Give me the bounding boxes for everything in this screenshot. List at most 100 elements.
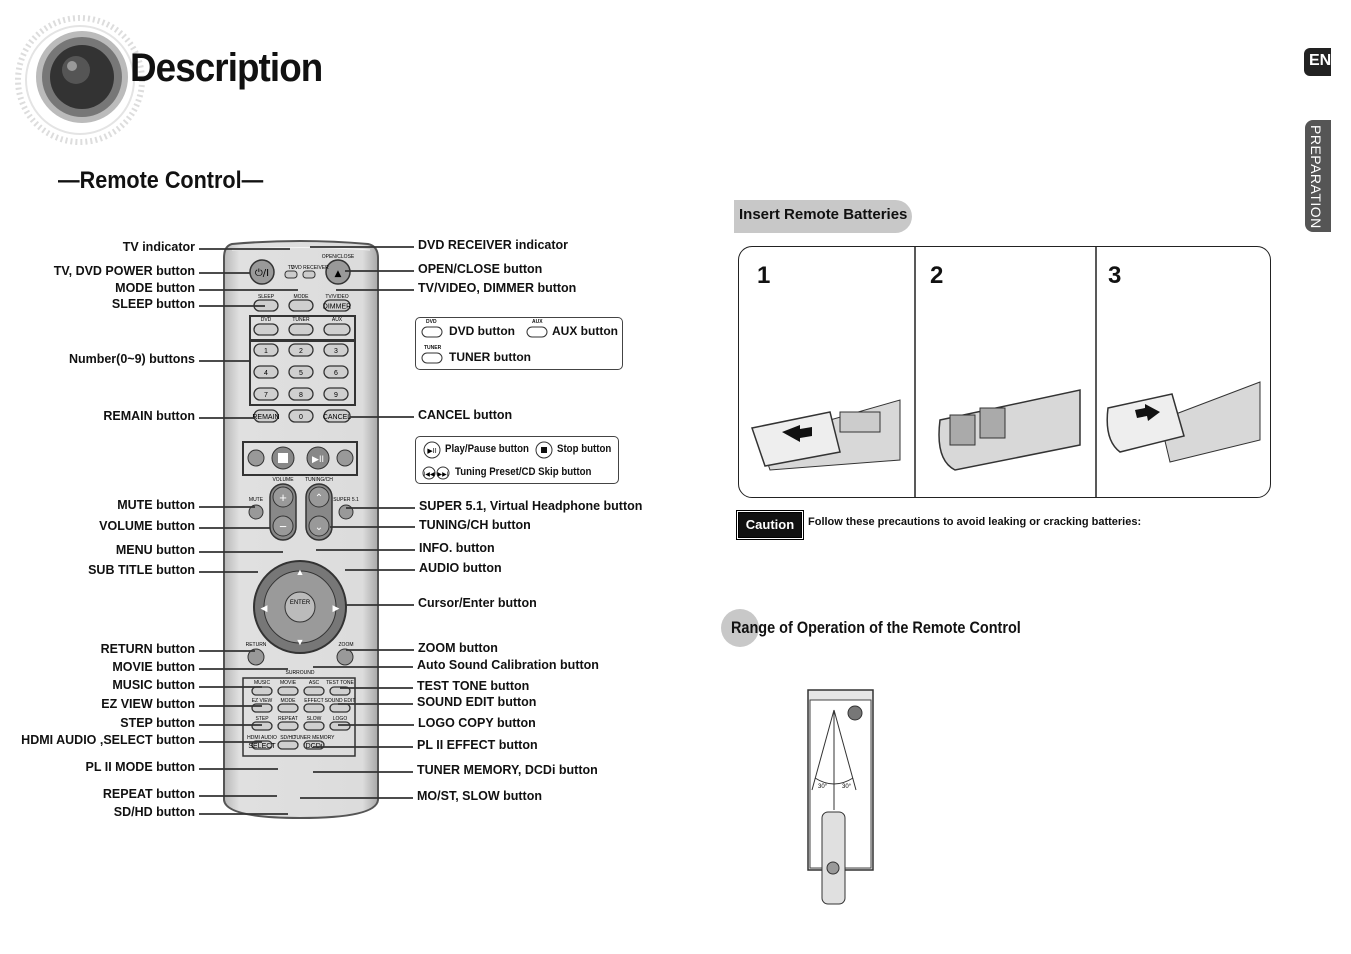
speaker-logo-icon — [15, 15, 145, 145]
callout-left-mute-button: MUTE button — [117, 498, 195, 512]
tuning-label: TUNING/CH — [305, 477, 333, 483]
stop-label: Stop button — [557, 443, 612, 455]
tuner-key — [288, 323, 314, 336]
range-heading-bullet — [721, 609, 759, 647]
callout-left-pl-ii-mode-button: PL II MODE button — [85, 760, 195, 774]
row1-label-2: ASC — [309, 680, 320, 686]
number-key-0-label: 0 — [299, 414, 303, 421]
number-key-0 — [288, 409, 314, 423]
dvd-tag: DVD — [426, 319, 437, 325]
row3-label-2: SLOW — [307, 716, 322, 722]
arrow-down-icon: ▼ — [296, 637, 305, 647]
aux-tag: AUX — [532, 319, 543, 325]
number-key-8-label: 8 — [299, 392, 303, 399]
enter-button-icon — [284, 591, 316, 623]
row1-label-1: MOVIE — [280, 680, 297, 686]
row4-label-1: SD/HD — [280, 735, 296, 741]
remote-body — [223, 240, 379, 820]
callout-left-number-0-9-buttons: Number(0~9) buttons — [68, 352, 195, 366]
mute-label: MUTE — [249, 497, 264, 503]
battery-step-2: 2 — [930, 262, 944, 289]
battery-step2-image — [938, 389, 1081, 471]
dvd-key — [253, 323, 279, 336]
number-key-4-label: 4 — [264, 370, 268, 377]
battery-step-3: 3 — [1108, 262, 1122, 289]
eject-symbol: ▲ — [335, 269, 342, 279]
number-key-3 — [323, 343, 349, 357]
row2-label-3: SOUND EDIT — [325, 698, 356, 704]
row2-label-2: EFFECT — [304, 698, 323, 704]
aux-key — [323, 323, 351, 336]
callout-right-tuner-memory-dcdi-button: TUNER MEMORY, DCDi button — [417, 763, 598, 777]
channel-up-icon: ⌃ — [315, 493, 323, 504]
callout-right-logo-copy-button: LOGO COPY button — [418, 716, 536, 730]
cancel-key — [323, 409, 351, 423]
row1-label-0: MUSIC — [254, 680, 271, 686]
mode-label: MODE — [294, 294, 310, 300]
number-key-1 — [253, 343, 279, 357]
number-key-2-label: 2 — [299, 348, 303, 355]
volume-down-icon: − — [279, 519, 287, 534]
callout-left-sleep-button: SLEEP button — [111, 297, 195, 311]
row1-key-2 — [303, 686, 325, 696]
range-angle-left: 30° — [818, 784, 828, 790]
row4-key-0 — [251, 740, 273, 750]
callout-left-return-button: RETURN button — [100, 642, 195, 656]
callout-left-ez-view-button: EZ VIEW button — [101, 697, 195, 711]
return-label: RETURN — [246, 642, 267, 648]
callout-left-hdmi-audio-select-button: HDMI AUDIO ,SELECT button — [21, 733, 195, 747]
arrow-left-icon: ◀ — [261, 603, 268, 613]
callout-left-volume-button: VOLUME button — [99, 519, 195, 533]
callout-left-step-button: STEP button — [120, 716, 195, 730]
battery-step3-image — [1106, 381, 1261, 463]
battery-step1-image — [751, 399, 901, 471]
tuner-tag-remote: TUNER — [292, 317, 310, 323]
aux-button-label: AUX button — [552, 324, 618, 338]
callout-right-cursor-enter-button: Cursor/Enter button — [418, 596, 537, 610]
remain-key — [253, 409, 279, 423]
row3-label-0: STEP — [255, 716, 269, 722]
tv-video-label: TV/VIDEO — [325, 294, 348, 300]
callout-right-cancel-button: CANCEL button — [418, 408, 513, 422]
number-key-6 — [323, 365, 349, 379]
number-key-9-label: 9 — [334, 392, 338, 399]
battery-step-1: 1 — [757, 262, 771, 289]
caution-text: Follow these precautions to avoid leakin… — [808, 516, 1142, 528]
mode-key — [288, 299, 314, 312]
row1-label-3: TEST TONE — [326, 680, 354, 686]
transport-buttons-legend: ▶II I◀◀ ▶▶I Play/Pause button Stop butto… — [415, 436, 619, 484]
number-key-7 — [253, 387, 279, 401]
number-key-3-label: 3 — [334, 348, 338, 355]
row4-key-0-label: SELECT — [248, 743, 276, 750]
number-key-2 — [288, 343, 314, 357]
number-key-1-label: 1 — [264, 348, 268, 355]
volume-up-icon: + — [279, 490, 287, 505]
number-key-8 — [288, 387, 314, 401]
range-heading: Range of Operation of the Remote Control — [731, 618, 1021, 637]
callout-right-pl-ii-effect-button: PL II EFFECT button — [417, 738, 538, 752]
arrow-right-icon: ▶ — [333, 603, 340, 613]
section-title: —Remote Control— — [58, 167, 264, 194]
batteries-steps-panel — [738, 246, 1271, 498]
callout-left-menu-button: MENU button — [115, 543, 195, 557]
number-key-5-label: 5 — [299, 370, 303, 377]
mini-remote-icon — [821, 811, 846, 905]
cancel-key-label: CANCEL — [323, 414, 352, 421]
arrow-up-icon: ▲ — [296, 567, 305, 577]
callout-left-mode-button: MODE button — [115, 281, 195, 295]
callout-right-mo-st-slow-button: MO/ST, SLOW button — [417, 789, 542, 803]
row1-key-3 — [329, 686, 351, 696]
callout-right-dvd-receiver-indicator: DVD RECEIVER indicator — [418, 238, 569, 252]
callout-right-audio-button: AUDIO button — [419, 561, 502, 575]
volume-label: VOLUME — [272, 477, 294, 483]
tuner-button-label: TUNER button — [449, 350, 531, 364]
channel-down-icon: ⌄ — [315, 522, 323, 533]
section-tab-label: PREPARATION — [1308, 125, 1324, 229]
row4-label-2: TUNER MEMORY — [293, 735, 335, 741]
remain-key-label: REMAIN — [252, 414, 279, 421]
open-close-label: OPEN/CLOSE — [322, 254, 355, 260]
dimmer-key — [323, 299, 351, 312]
row4-key-1 — [277, 740, 299, 750]
row2-label-1: MODE — [281, 698, 297, 704]
callout-left-tv-indicator: TV indicator — [122, 240, 195, 254]
